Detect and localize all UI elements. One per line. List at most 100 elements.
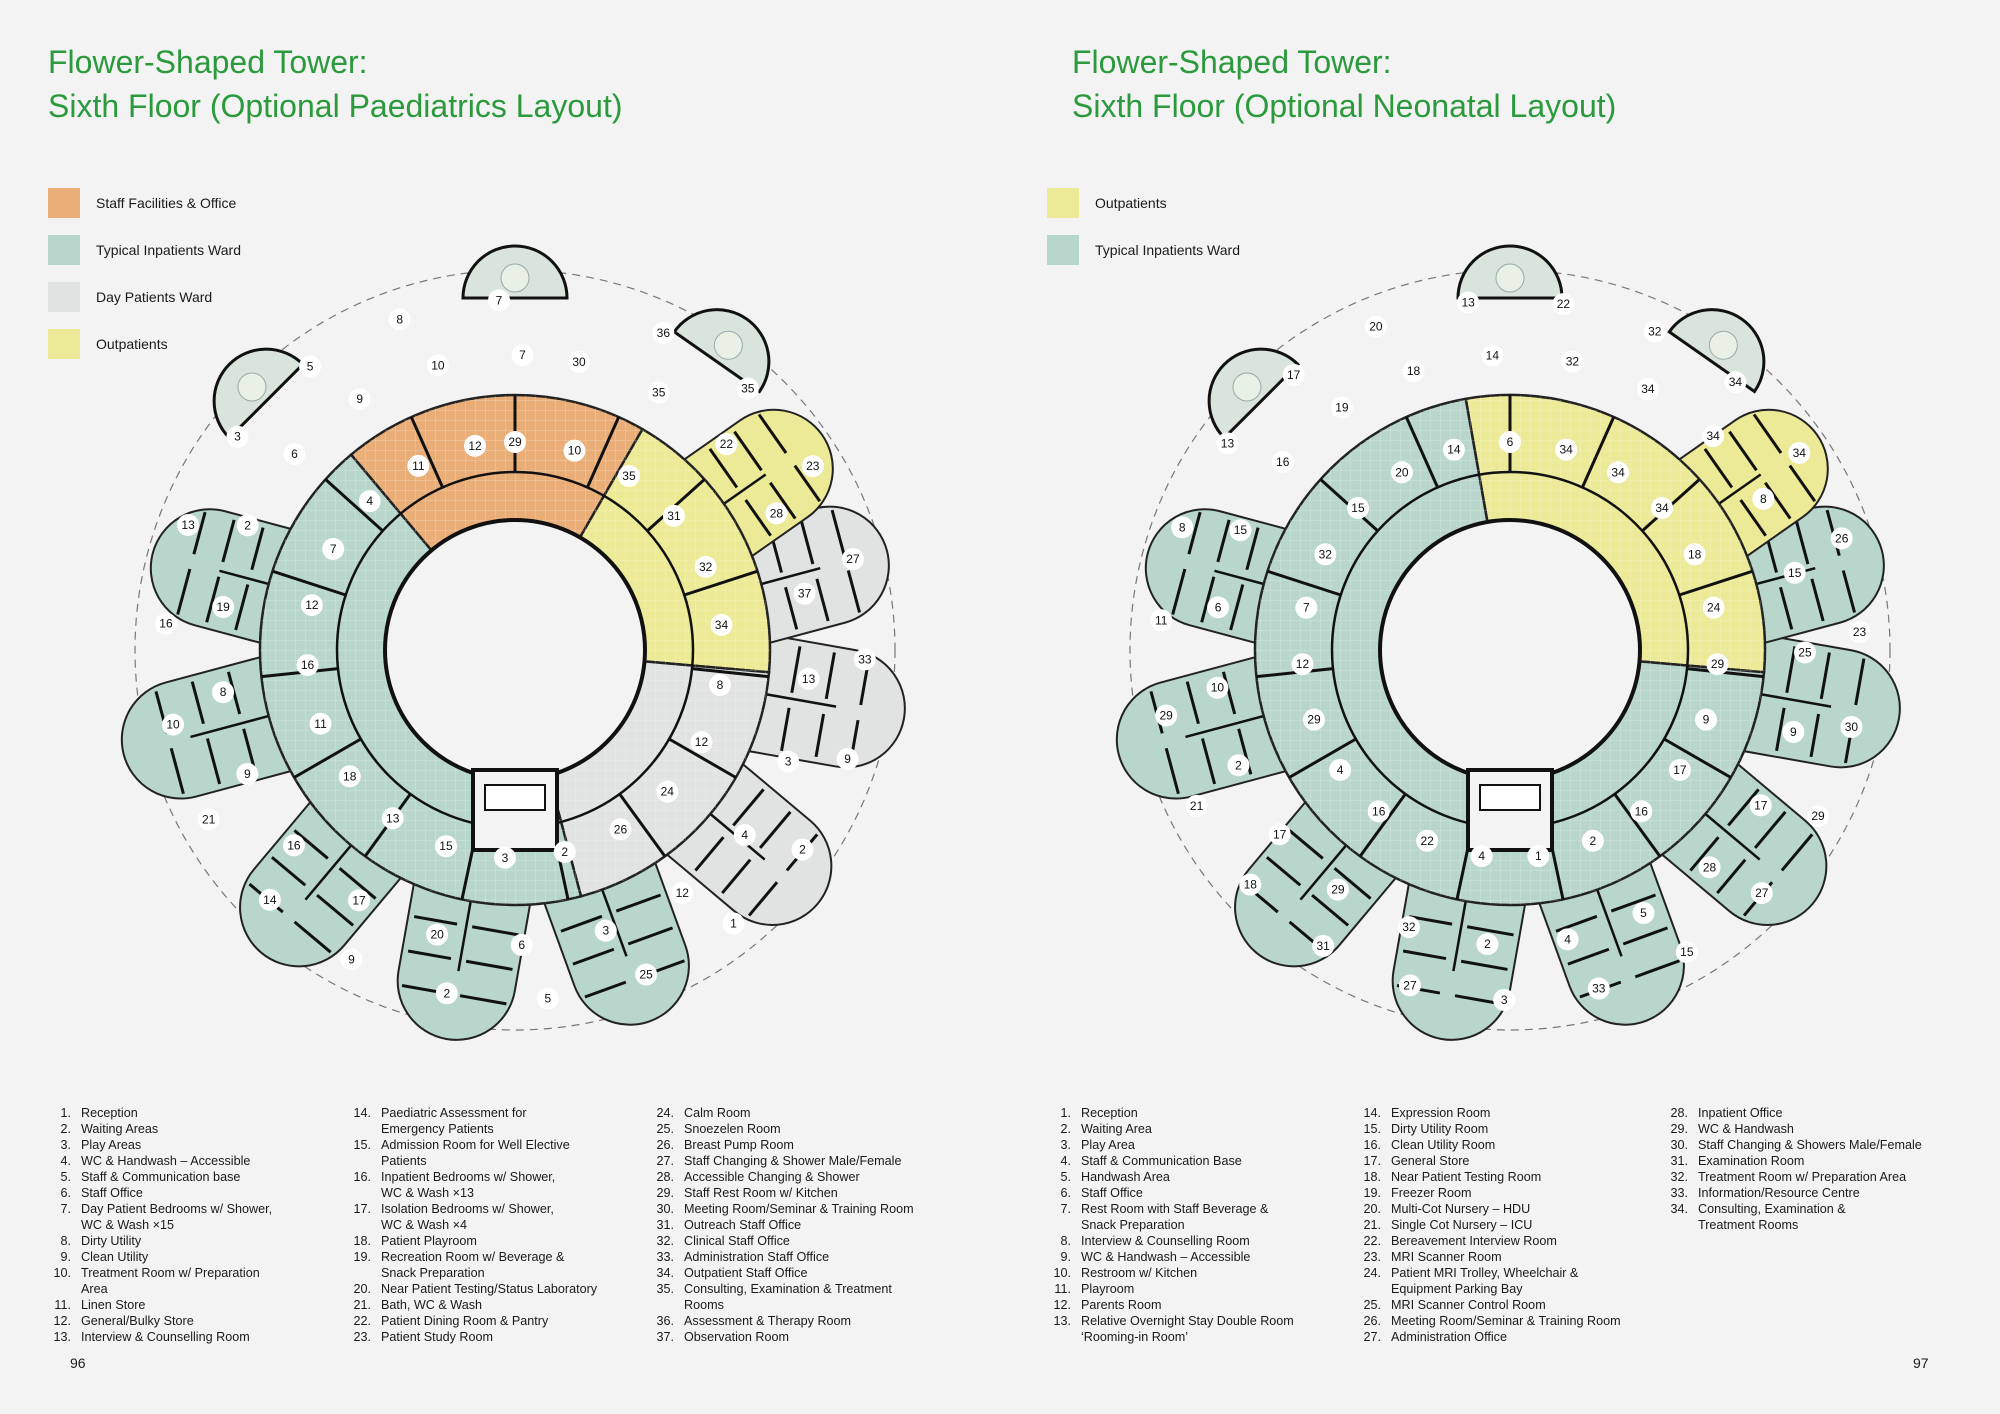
room-number-text: 28	[1703, 860, 1717, 874]
key-number: 10.	[1053, 1266, 1071, 1280]
wall	[1555, 914, 1598, 933]
room-number-text: 37	[798, 587, 812, 601]
key-text: Play Area	[1081, 1138, 1135, 1152]
room-number: 3	[594, 919, 617, 942]
room-number-text: 4	[1564, 932, 1571, 946]
room-number-badge	[709, 674, 732, 697]
wall	[584, 980, 627, 999]
room-number: 18	[338, 765, 361, 788]
key-text: Inpatient Office	[1698, 1106, 1783, 1120]
petal-shape	[1537, 858, 1685, 1026]
legend-label: Typical Inpatients Ward	[96, 242, 241, 258]
key-item: 14.Paediatric Assessment for	[345, 1105, 597, 1121]
key-item: 22.Patient Dining Room & Pantry	[345, 1313, 597, 1329]
key-item: 9.Clean Utility	[45, 1249, 272, 1265]
key-number: 31.	[1670, 1154, 1688, 1168]
key-number: 15.	[1363, 1122, 1381, 1136]
legend-swatch	[48, 282, 80, 312]
room-number-text: 2	[1235, 758, 1242, 772]
key-item: 30. Staff Changing & Showers Male/Female	[1662, 1137, 1922, 1153]
left-core-group	[258, 393, 772, 907]
room-number-badge	[1840, 715, 1863, 738]
room-number-text: 20	[1369, 320, 1383, 334]
room-number-badge	[162, 713, 185, 736]
room-number-text: 3	[502, 851, 509, 865]
wall	[1785, 646, 1797, 694]
key-number	[45, 1217, 71, 1233]
room-number-text: 13	[386, 811, 400, 825]
room-number: 1	[722, 912, 745, 935]
room-number-badge	[426, 923, 449, 946]
room-number: 12	[464, 434, 487, 457]
wing	[744, 633, 906, 769]
room-number-text: 10	[1211, 681, 1225, 695]
room-number-badge	[1581, 829, 1604, 852]
room-number: 13	[797, 667, 820, 690]
room-number: 9	[348, 388, 371, 411]
room-number-text: 34	[1706, 429, 1720, 443]
room-number: 9	[236, 762, 259, 785]
room-number-badge	[493, 846, 516, 869]
room-number: 14	[1442, 438, 1465, 461]
room-number-badge	[1556, 928, 1579, 951]
room-number: 6	[1207, 596, 1230, 619]
room-number-badge	[212, 595, 235, 618]
room-number: 8	[709, 674, 732, 697]
room-number: 34	[1702, 425, 1725, 448]
garden-terrace	[212, 347, 305, 440]
key-number: 34.	[1670, 1202, 1688, 1216]
room-number-badge	[340, 948, 363, 971]
wall	[270, 856, 307, 887]
room-number-text: 2	[1484, 937, 1491, 951]
room-number-badge	[1185, 794, 1208, 817]
wall	[784, 586, 799, 630]
key-text: Bath, WC & Wash	[381, 1298, 483, 1312]
right-core-group	[1253, 393, 1767, 907]
room-number-badge	[1552, 293, 1575, 316]
key-text: Staff Changing & Showers Male/Female	[1698, 1138, 1922, 1152]
room-number: 3	[493, 846, 516, 869]
room-number: 4	[1556, 928, 1579, 951]
wall	[1460, 959, 1508, 971]
room-number: 30	[1840, 715, 1863, 738]
key-text: Interview & Counselling Room	[1081, 1234, 1250, 1248]
room-number: 2	[236, 514, 259, 537]
room-number-text: 9	[844, 752, 851, 766]
room-number-text: 12	[468, 439, 482, 453]
room-number-text: 34	[1641, 382, 1655, 396]
room-number: 34	[1651, 497, 1674, 520]
key-item: 29.WC & Handwash	[1662, 1121, 1922, 1137]
wall	[316, 893, 355, 927]
legend-label: Typical Inpatients Ward	[1095, 242, 1240, 258]
room-number-badge	[662, 504, 685, 527]
room-number-badge	[504, 431, 526, 453]
key-text: Staff & Communication Base	[1081, 1154, 1242, 1168]
room-number-badge	[594, 919, 617, 942]
room-number-badge	[1442, 438, 1465, 461]
radial-wall	[409, 416, 444, 488]
key-text: Patient Dining Room & Pantry	[381, 1314, 549, 1328]
key-text: Near Patient Testing Room	[1391, 1170, 1542, 1184]
wall	[627, 926, 674, 946]
key-number: 30.	[656, 1202, 674, 1216]
wing	[120, 655, 295, 800]
petal-shape	[120, 655, 295, 800]
room-number: 6	[1499, 431, 1521, 453]
key-text: Handwash Area	[1081, 1170, 1170, 1184]
wall	[1171, 568, 1187, 615]
room-number-text: 12	[695, 735, 709, 749]
radial-wall	[1581, 416, 1616, 488]
room-number-text: 10	[568, 444, 582, 458]
room-number: 5	[536, 987, 559, 1010]
wall	[1164, 747, 1180, 795]
key-item: 5.Handwash Area	[1045, 1169, 1294, 1185]
key-number: 30.	[1670, 1138, 1688, 1152]
wall	[234, 584, 250, 631]
right-legend: Outpatients Typical Inpatients Ward	[1047, 188, 1240, 282]
wall	[1622, 926, 1669, 946]
room-number: 1	[1527, 845, 1550, 868]
key-number: 2.	[60, 1122, 71, 1136]
wing	[239, 798, 405, 968]
key-item: 3.Play Areas	[45, 1137, 272, 1153]
